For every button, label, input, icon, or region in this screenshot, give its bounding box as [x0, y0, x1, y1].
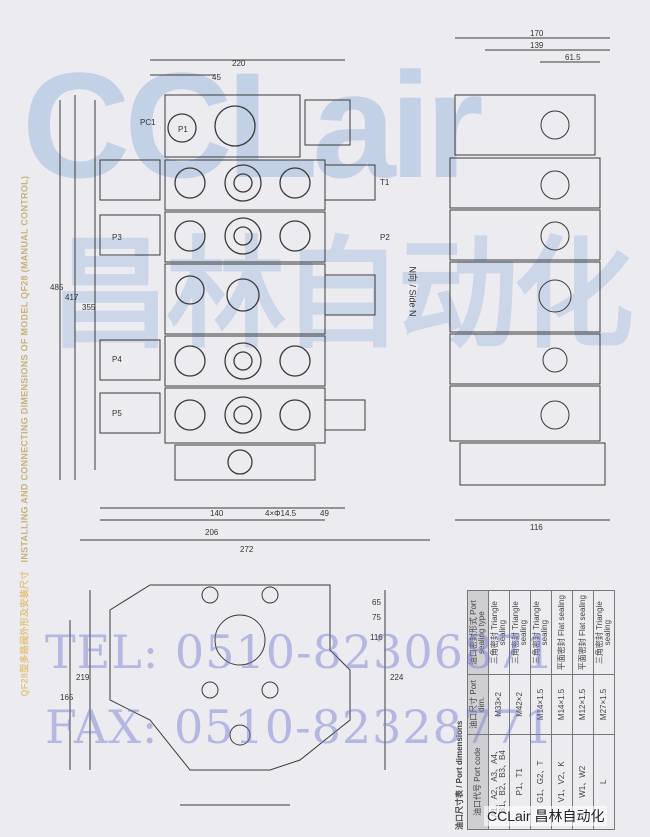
- cell: M14×1.5: [551, 674, 573, 735]
- dim-219: 219: [76, 673, 90, 682]
- dim-224: 224: [390, 673, 404, 682]
- port-label: P5: [112, 409, 122, 418]
- cell: M27×1.5: [593, 674, 615, 735]
- drawing-title: QF28型多路阀外形及安装尺寸 INSTALLING AND CONNECTING…: [18, 175, 31, 697]
- dim-206: 206: [205, 528, 219, 537]
- port-label: PC1: [140, 118, 156, 127]
- cell: 平面密封 Flat sealing: [572, 590, 594, 675]
- dim-top-width: 220: [232, 59, 246, 68]
- watermark-fax: FAX: 0510-82328771: [45, 700, 554, 754]
- dim-49: 49: [320, 509, 329, 518]
- cell: M12×1.5: [572, 674, 594, 735]
- dim-355: 355: [82, 303, 96, 312]
- brand-label: CCLair 昌林自动化: [484, 806, 608, 826]
- dim-61: 61.5: [565, 53, 581, 62]
- bottom-view: [69, 584, 386, 806]
- dim-75: 75: [372, 613, 381, 622]
- dim-170: 170: [530, 29, 544, 38]
- port-label: P1: [178, 125, 188, 134]
- port-label: P2: [380, 233, 390, 242]
- dim-139: 139: [530, 41, 544, 50]
- dim-165: 165: [60, 693, 74, 702]
- dim-417: 417: [65, 293, 79, 302]
- front-view: [59, 59, 430, 541]
- dim-65: 65: [372, 598, 381, 607]
- side-view-label: N向 / Side N: [407, 266, 418, 317]
- dim-485: 485: [50, 283, 64, 292]
- dim-45: 45: [212, 73, 221, 82]
- port-label: P3: [112, 233, 122, 242]
- drawing-title-en: INSTALLING AND CONNECTING DIMENSIONS OF …: [19, 175, 30, 563]
- port-label: P4: [112, 355, 122, 364]
- dim-116: 116: [530, 523, 543, 532]
- watermark-tel: TEL: 0510-82306871: [45, 625, 555, 679]
- side-view: [449, 37, 610, 521]
- dim-b116: 116: [370, 633, 383, 642]
- drawing-title-cn: QF28型多路阀外形及安装尺寸: [19, 570, 30, 697]
- dim-holes: 4×Φ14.5: [265, 509, 297, 518]
- cell: 三角密封 Triangle sealing: [593, 590, 615, 675]
- dim-272: 272: [240, 545, 254, 554]
- watermark-logo: CCLair: [22, 41, 484, 209]
- dim-140: 140: [210, 509, 224, 518]
- port-label: T1: [380, 178, 390, 187]
